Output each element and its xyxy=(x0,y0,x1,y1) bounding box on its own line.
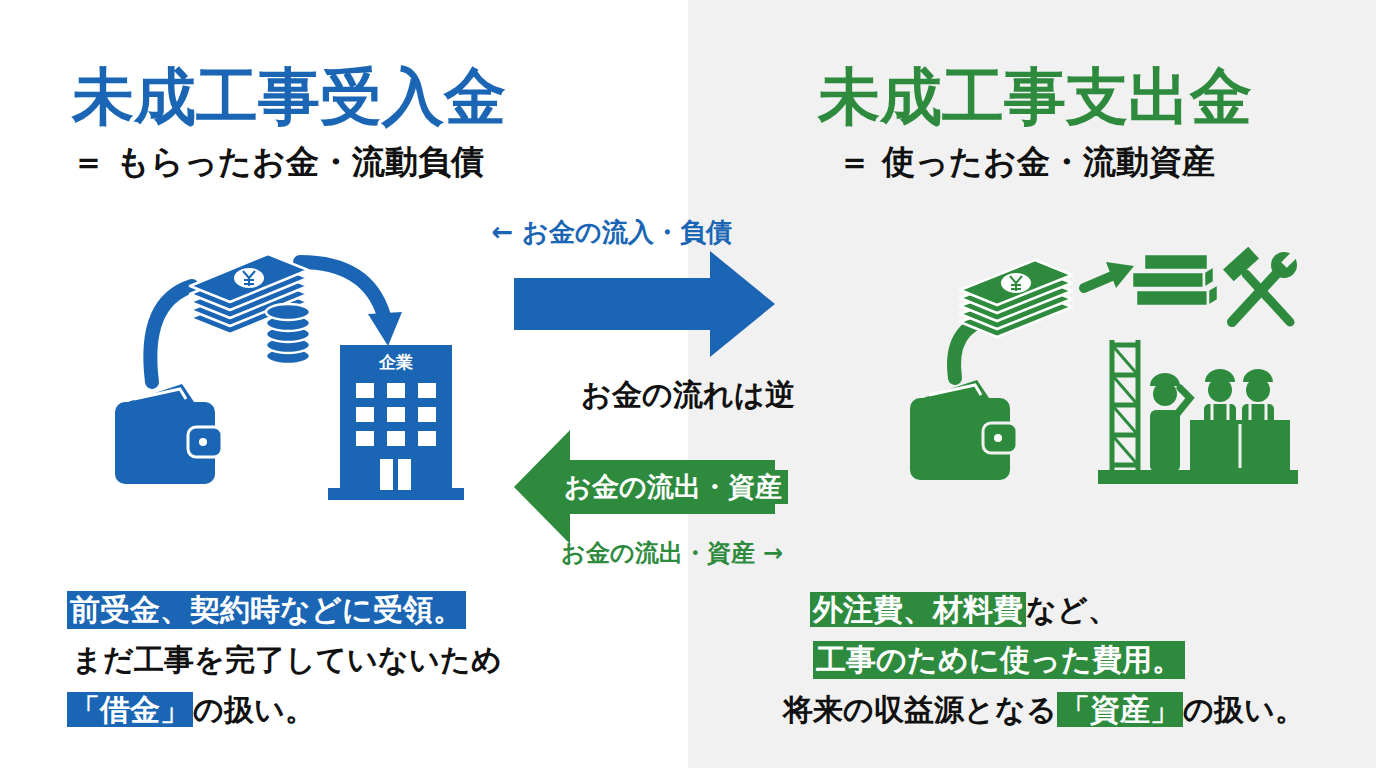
tools-icon xyxy=(1246,274,1290,322)
edge-label: ← お金の流入・負債 xyxy=(492,216,733,249)
small-arrow xyxy=(1106,262,1134,288)
building-window xyxy=(356,431,374,446)
wallet-icon xyxy=(199,438,207,446)
flow-note: お金の流出・資産 → xyxy=(561,538,783,568)
lumber-stack xyxy=(1144,254,1208,270)
edge-label: お金の流出・資産 xyxy=(558,470,788,504)
company-building: 企業 xyxy=(340,345,452,490)
wallet-icon xyxy=(115,402,215,484)
money-stack xyxy=(960,260,1072,337)
wallet-icon xyxy=(910,398,1010,480)
lumber-stack xyxy=(1132,254,1218,306)
scaffold xyxy=(1112,340,1138,472)
worker-figures xyxy=(1243,369,1273,382)
flow-arrow xyxy=(514,251,775,357)
tools-icon xyxy=(1271,252,1297,278)
description-line: 「借金」の扱い。 xyxy=(67,691,315,729)
building-window xyxy=(387,383,405,398)
wallet-icon xyxy=(910,380,1017,480)
flow-arrow xyxy=(300,262,384,316)
scaffold xyxy=(1112,345,1138,375)
worker-figures xyxy=(1177,388,1190,414)
arrow-head xyxy=(368,312,402,346)
small-arrow xyxy=(1084,276,1112,288)
money-stack xyxy=(1010,276,1022,291)
worker-figures xyxy=(1150,410,1180,472)
building-window xyxy=(418,431,436,446)
tools-icon xyxy=(1284,253,1296,265)
tools-icon xyxy=(1232,270,1280,322)
scaffold xyxy=(1112,405,1138,435)
flow-arrow xyxy=(150,286,192,382)
scaffold xyxy=(1112,340,1138,472)
tools-icon xyxy=(1223,247,1297,322)
scaffold xyxy=(1112,463,1138,468)
worker-figures xyxy=(1098,369,1298,484)
wallet-icon xyxy=(994,434,1002,442)
lumber-stack xyxy=(1136,290,1208,306)
text-run: 外注費、材料費 xyxy=(810,592,1026,627)
money-stack xyxy=(1001,273,1031,293)
building-window xyxy=(356,407,374,422)
description-line: 前受金、契約時などに受領。 xyxy=(67,591,466,629)
building-window xyxy=(418,383,436,398)
building-door xyxy=(398,459,411,490)
building-window xyxy=(387,431,405,446)
concept-column: 未成工事支出金 ＝ 使ったお金・流動資産外注費、材料費など、工事のために使った費用… xyxy=(775,50,1313,740)
lumber-stack xyxy=(1204,266,1214,288)
text-run: 将来の収益源となる xyxy=(783,692,1057,727)
text-run: の扱い。 xyxy=(1183,692,1305,727)
description-line: 工事のために使った費用。 xyxy=(813,641,1185,679)
center-note: お金の流れは逆 xyxy=(581,376,795,414)
wallet-icon xyxy=(128,384,194,402)
money-stack xyxy=(960,260,1072,305)
column-title: 未成工事受入金 xyxy=(72,58,506,136)
worker-figures xyxy=(1212,404,1266,468)
building-window xyxy=(356,383,374,398)
scaffold xyxy=(1112,435,1138,465)
text-run: の扱い。 xyxy=(193,692,315,727)
building-window xyxy=(418,407,436,422)
small-arrow xyxy=(1084,262,1134,288)
tools-icon xyxy=(1223,247,1259,282)
lumber-stack xyxy=(1132,272,1204,288)
scaffold xyxy=(1112,375,1138,405)
coin-stack xyxy=(266,304,310,320)
building-door xyxy=(380,459,393,490)
description-line: まだ工事を完了していないため xyxy=(72,641,502,679)
wallet-icon xyxy=(134,389,186,399)
text-run: 「借金」 xyxy=(67,692,193,727)
scaffold xyxy=(1112,343,1138,348)
concept-column: 企業 未成工事受入金 ＝ もらったお金・流動負債前受金、契約時などに受領。まだ工事を… xyxy=(60,50,514,740)
wallet-icon xyxy=(115,384,222,484)
scaffold xyxy=(1112,373,1138,378)
column-subtitle: ＝ もらったお金・流動負債 xyxy=(72,141,485,182)
worker-figures xyxy=(1098,470,1298,484)
wallet-icon xyxy=(983,423,1017,453)
description-line: 将来の収益源となる「資産」の扱い。 xyxy=(783,691,1305,729)
building-window xyxy=(387,407,405,422)
worker-figures xyxy=(1150,373,1180,386)
wallet-icon xyxy=(188,427,222,457)
wallet-icon xyxy=(929,385,981,395)
money-stack xyxy=(243,271,255,286)
coin-stack xyxy=(266,304,310,364)
money-stack xyxy=(190,254,308,302)
building-label: 企業 xyxy=(379,352,413,373)
description-line: 外注費、材料費など、 xyxy=(810,591,1118,629)
scaffold xyxy=(1112,433,1138,438)
column-title: 未成工事支出金 xyxy=(818,58,1252,136)
text-run: 「資産」 xyxy=(1057,692,1183,727)
money-stack xyxy=(234,268,264,288)
text-run: など、 xyxy=(1026,592,1118,627)
lumber-stack xyxy=(1208,284,1218,306)
worker-figures xyxy=(1205,369,1235,382)
scaffold xyxy=(1112,403,1138,408)
column-subtitle: ＝ 使ったお金・流動資産 xyxy=(838,141,1216,182)
